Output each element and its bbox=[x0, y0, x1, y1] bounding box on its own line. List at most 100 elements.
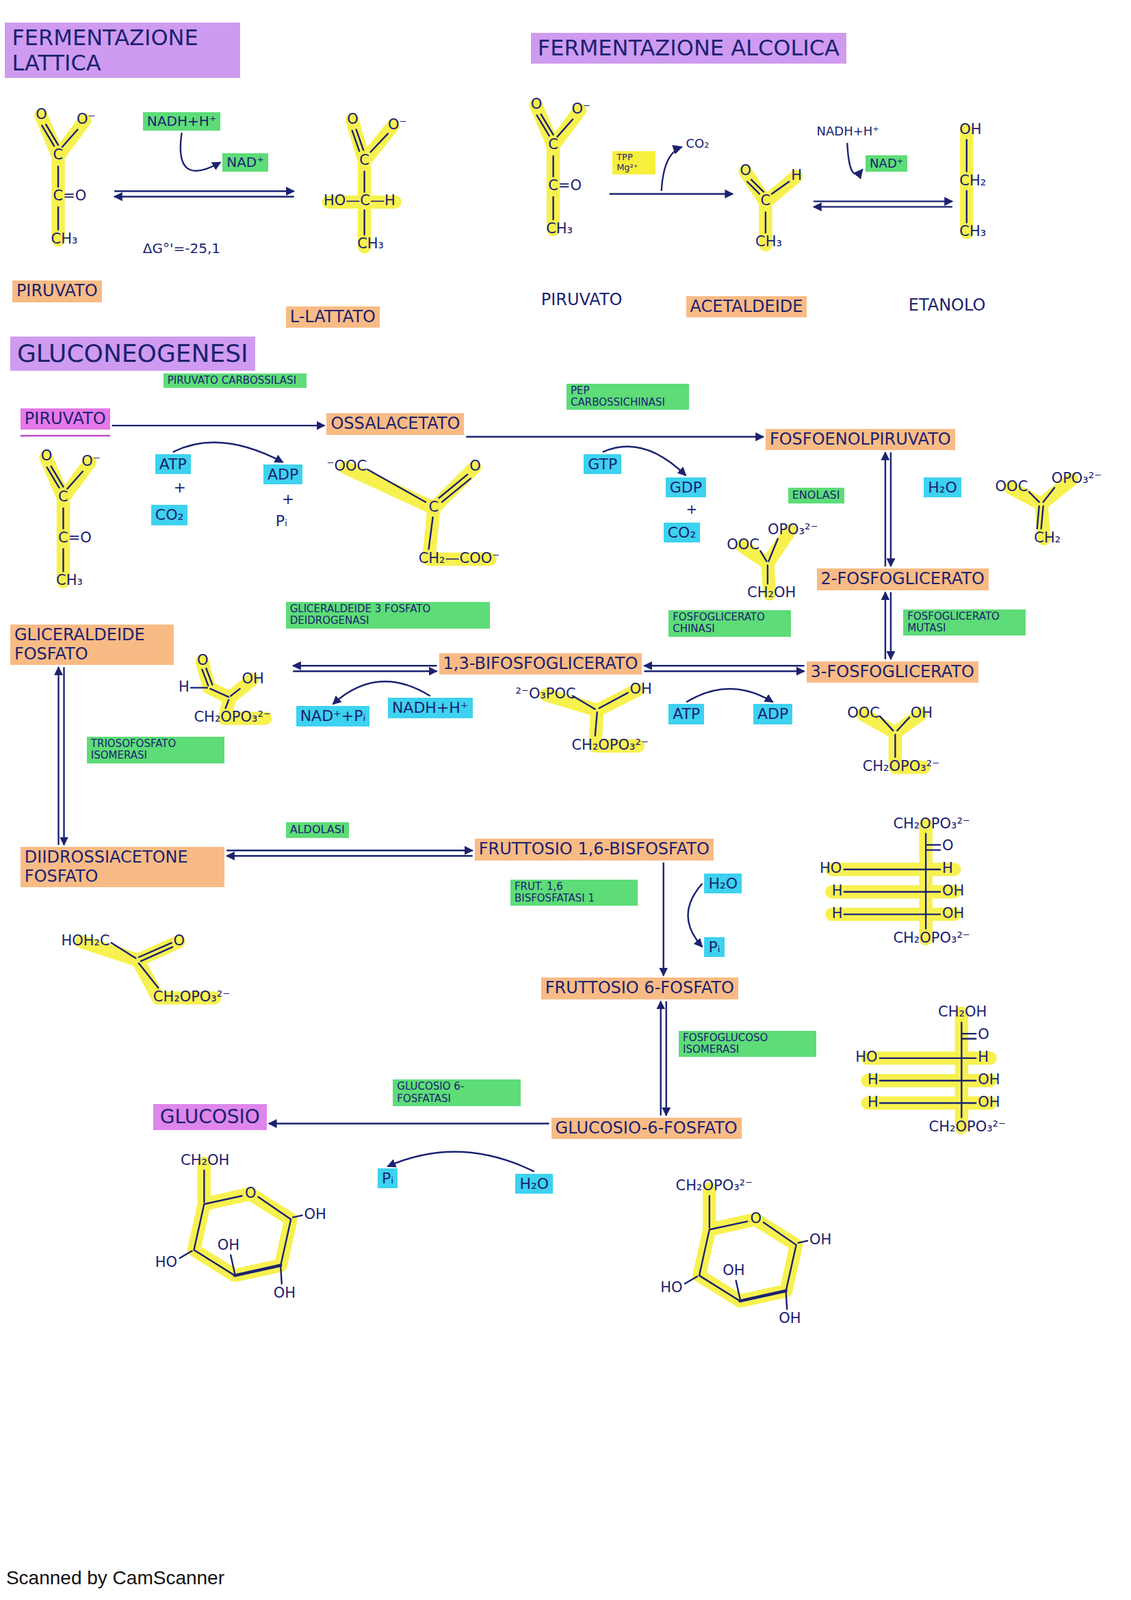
section-heading: FERMENTAZIONE ALCOLICA bbox=[530, 32, 847, 64]
arrow-line bbox=[813, 205, 953, 208]
reaction-arrow bbox=[292, 665, 437, 672]
atom-group: HO bbox=[855, 1050, 878, 1065]
enzyme-label: FOSFOGLUCOSO ISOMERASI bbox=[678, 1031, 817, 1058]
box-text: FRUTTOSIO 6-FOSFATO bbox=[545, 979, 735, 999]
box-text: FOSFOGLUCOSO ISOMERASI bbox=[682, 1032, 813, 1057]
formula-label: ETANOLO bbox=[908, 296, 986, 315]
box-text: Pᵢ bbox=[708, 938, 720, 956]
atom-group: O bbox=[197, 653, 209, 668]
box-text: GLICERALDEIDE FOSFATO bbox=[14, 626, 170, 664]
atom-group: H bbox=[832, 906, 843, 921]
arrow-line bbox=[884, 592, 887, 660]
atom-group: OH bbox=[942, 884, 965, 899]
cofactor-label: CO₂ bbox=[151, 504, 189, 525]
arrow-line bbox=[660, 1001, 662, 1116]
enzyme-label: TRIOSOFOSFATO ISOMERASI bbox=[86, 736, 225, 764]
box-text: CO₂ bbox=[667, 524, 697, 542]
atom-group: CH₃ bbox=[755, 234, 783, 250]
atom-group: O bbox=[244, 1186, 257, 1201]
compound-label: GLUCOSIO bbox=[153, 1104, 267, 1131]
atom-group: OH bbox=[910, 706, 933, 721]
atom-group: CH₂OPO₃²⁻ bbox=[571, 738, 649, 753]
reaction-arrow bbox=[688, 884, 703, 947]
reaction-arrow bbox=[58, 667, 65, 845]
enzyme-label: PEP CARBOSSICHINASI bbox=[566, 383, 689, 411]
cofactor-label: GDP bbox=[665, 477, 707, 498]
formula-label: + bbox=[686, 501, 698, 517]
box-text: ADP bbox=[267, 465, 299, 484]
atom-group: O bbox=[469, 459, 481, 474]
enzyme-label: NADH+H⁺ bbox=[143, 112, 221, 131]
atom-group: CH₃ bbox=[51, 231, 78, 247]
atom-group: HO bbox=[660, 1280, 683, 1296]
atom-group: H bbox=[942, 861, 954, 876]
compound-label: FRUTTOSIO 6-FOSFATO bbox=[541, 977, 739, 1000]
section-heading: GLUCONEOGENESI bbox=[10, 336, 256, 371]
atom-group: OPO₃²⁻ bbox=[1051, 471, 1103, 486]
underline bbox=[20, 435, 111, 437]
structural-formula: CH₂OHOHOHHOHHOHCH₂OPO₃²⁻ bbox=[847, 1005, 1026, 1138]
atom-group: OH bbox=[959, 122, 982, 137]
atom-group: C bbox=[429, 500, 440, 515]
box-text: ADP bbox=[757, 705, 789, 723]
atom-group: CH₂ bbox=[959, 173, 986, 189]
arrow-line bbox=[665, 1001, 668, 1116]
atom-group: CH₂ bbox=[1033, 530, 1061, 546]
box-text: H₂O bbox=[927, 478, 958, 497]
atom-group: OH bbox=[809, 1232, 832, 1248]
box-text: GTP bbox=[587, 455, 618, 473]
structural-formula: OOCOPO₃²⁻CH₂ bbox=[995, 471, 1108, 553]
cofactor-label: ATP bbox=[155, 454, 191, 475]
atom-group: C bbox=[58, 489, 69, 505]
atom-group: CH₂OPO₃²⁻ bbox=[193, 710, 271, 725]
atom-group: CH₂OH bbox=[180, 1153, 230, 1168]
formula-label: NADH+H⁺ bbox=[816, 124, 880, 139]
atom-group: HO—C—H bbox=[323, 193, 396, 208]
box-text: NAD⁺ bbox=[869, 156, 904, 172]
structural-formula: OCHCH₃ bbox=[734, 153, 812, 256]
atom-group: C=O bbox=[548, 178, 582, 193]
arrow-line bbox=[114, 190, 295, 192]
co2-release-arrow bbox=[661, 147, 683, 191]
arrow-line bbox=[226, 855, 473, 857]
atom-group: H bbox=[867, 1095, 879, 1110]
structural-formula: CH₂OHOOHOHHOOH bbox=[153, 1148, 332, 1307]
structural-formula: OOCOHCH₂OPO₃²⁻ bbox=[847, 706, 991, 780]
atom-group: O bbox=[41, 448, 53, 464]
section-heading: FERMENTAZIONE LATTICA bbox=[4, 22, 240, 79]
cofactor-arrow bbox=[686, 689, 773, 702]
box-text: PEP CARBOSSICHINASI bbox=[570, 385, 685, 410]
box-text: GDP bbox=[669, 478, 702, 497]
box-text: 2-FOSFOGLICERATO bbox=[821, 569, 985, 590]
box-text: TPP Mg²⁺ bbox=[616, 152, 652, 174]
box-text: ATP bbox=[159, 455, 187, 473]
atom-group: C=O bbox=[58, 530, 92, 546]
formula-label: PIRUVATO bbox=[541, 290, 623, 309]
arrow-line bbox=[813, 200, 953, 202]
atom-group: O⁻ bbox=[76, 112, 96, 127]
formula-label: ΔG°'=-25,1 bbox=[143, 240, 221, 256]
atom-group: HO bbox=[155, 1255, 178, 1270]
box-text: 3-FOSFOGLICERATO bbox=[810, 663, 975, 683]
atom-group: C bbox=[359, 153, 370, 168]
atom-group: O bbox=[173, 933, 186, 949]
structural-formula: OO⁻CC=OCH₃ bbox=[35, 448, 117, 594]
cofactor-label: Pᵢ bbox=[377, 1168, 398, 1189]
compound-label: 2-FOSFOGLICERATO bbox=[816, 568, 989, 591]
atom-group: OH bbox=[217, 1238, 240, 1253]
atom-group: CH₃ bbox=[546, 221, 573, 237]
cofactor-label: NADH+H⁺ bbox=[387, 697, 473, 718]
box-text: 1,3-BIFOSFOGLICERATO bbox=[443, 654, 639, 674]
compound-label: 1,3-BIFOSFOGLICERATO bbox=[439, 653, 643, 676]
arrow-line bbox=[62, 667, 65, 845]
atom-group: H bbox=[867, 1072, 879, 1088]
formula-label: + bbox=[281, 491, 295, 508]
enzyme-label: GLICERALDEIDE 3 FOSFATO DEIDROGENASI bbox=[286, 602, 490, 629]
cofactor-label: H₂O bbox=[923, 477, 962, 498]
arrow-line bbox=[292, 665, 437, 667]
atom-group: OH bbox=[722, 1263, 745, 1279]
structural-formula: CH₂OPO₃²⁻OHOHHOHHOHCH₂OPO₃²⁻ bbox=[811, 816, 991, 950]
reaction-arrow bbox=[268, 1123, 550, 1125]
arrow-line bbox=[884, 452, 887, 567]
box-text: NADH+H⁺ bbox=[392, 699, 469, 717]
